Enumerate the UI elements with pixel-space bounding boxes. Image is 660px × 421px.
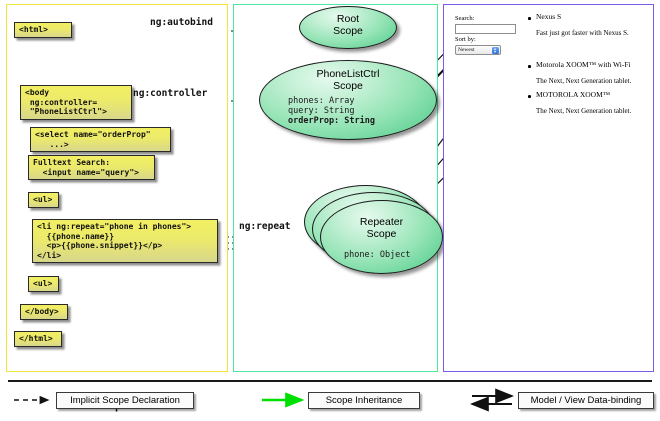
view-search-label: Search: [455, 15, 475, 22]
edge-label-ng-repeat: ng:repeat [239, 221, 291, 232]
stepper-icon[interactable] [492, 47, 499, 54]
prop-orderprop: orderProp: String [288, 116, 375, 126]
bullet-icon [528, 65, 531, 68]
template-box-html-close: </html> [14, 331, 62, 347]
legend-item-scope-inheritance: Scope Inheritance [308, 392, 420, 409]
phonelistctrl-scope-props: phones: Array query: String orderProp: S… [288, 96, 418, 126]
phone-snippet: Fast just got faster with Nexus S. [536, 29, 629, 37]
sort-select[interactable]: Newest [455, 45, 501, 55]
phone-name: MOTOROLA XOOM™ [536, 90, 611, 99]
legend-divider [8, 380, 652, 382]
root-scope-ellipse [299, 6, 397, 49]
bullet-icon [528, 17, 531, 20]
edge-label-ng-controller: ng:controller [133, 88, 208, 99]
phone-snippet: The Next, Next Generation tablet. [536, 107, 632, 115]
bullet-icon [528, 95, 531, 98]
model-column [233, 4, 438, 372]
template-box-ul-open: <ul> [28, 192, 59, 208]
repeater-scope-props: phone: Object [344, 250, 444, 260]
prop-query: query: String [288, 106, 355, 116]
template-box-select-orderprop: <select name="orderProp" ...> [30, 127, 171, 153]
template-box-fulltext-search: Fulltext Search: <input name="query"> [28, 155, 155, 181]
view-column [443, 4, 654, 372]
phone-name: Motorola XOOM™ with Wi-Fi [536, 60, 631, 69]
prop-phone: phone: Object [344, 250, 411, 260]
view-sort-label: Sort by: [455, 36, 476, 43]
template-box-body-controller: <body ng:controller= "PhoneListCtrl"> [20, 85, 132, 120]
repeater-scope-ellipse-front [320, 200, 443, 274]
phonelistctrl-scope-ellipse [259, 60, 437, 140]
repeater-scope-title: Repeater Scope [359, 216, 404, 240]
legend-item-model-view-data-binding: Model / View Data-binding [518, 392, 654, 409]
prop-phones: phones: Array [288, 96, 355, 106]
legend-item-implicit-scope-declaration: Implicit Scope Declaration [56, 392, 194, 409]
root-scope-title: Root Scope [333, 13, 363, 37]
phone-name: Nexus S [536, 12, 562, 21]
phonelistctrl-scope-title: PhoneListCtrl Scope [316, 68, 380, 92]
search-input[interactable] [455, 24, 516, 34]
template-box-html-open: <html> [14, 22, 72, 38]
phone-snippet: The Next, Next Generation tablet. [536, 77, 632, 85]
sort-select-value: Newest [458, 47, 475, 53]
edge-label-ng-autobind: ng:autobind [150, 17, 213, 28]
template-box-ul-close: <ul> [28, 276, 59, 292]
template-box-li-ng-repeat: <li ng:repeat="phone in phones"> {{phone… [32, 219, 218, 264]
template-box-body-close: </body> [20, 304, 68, 320]
